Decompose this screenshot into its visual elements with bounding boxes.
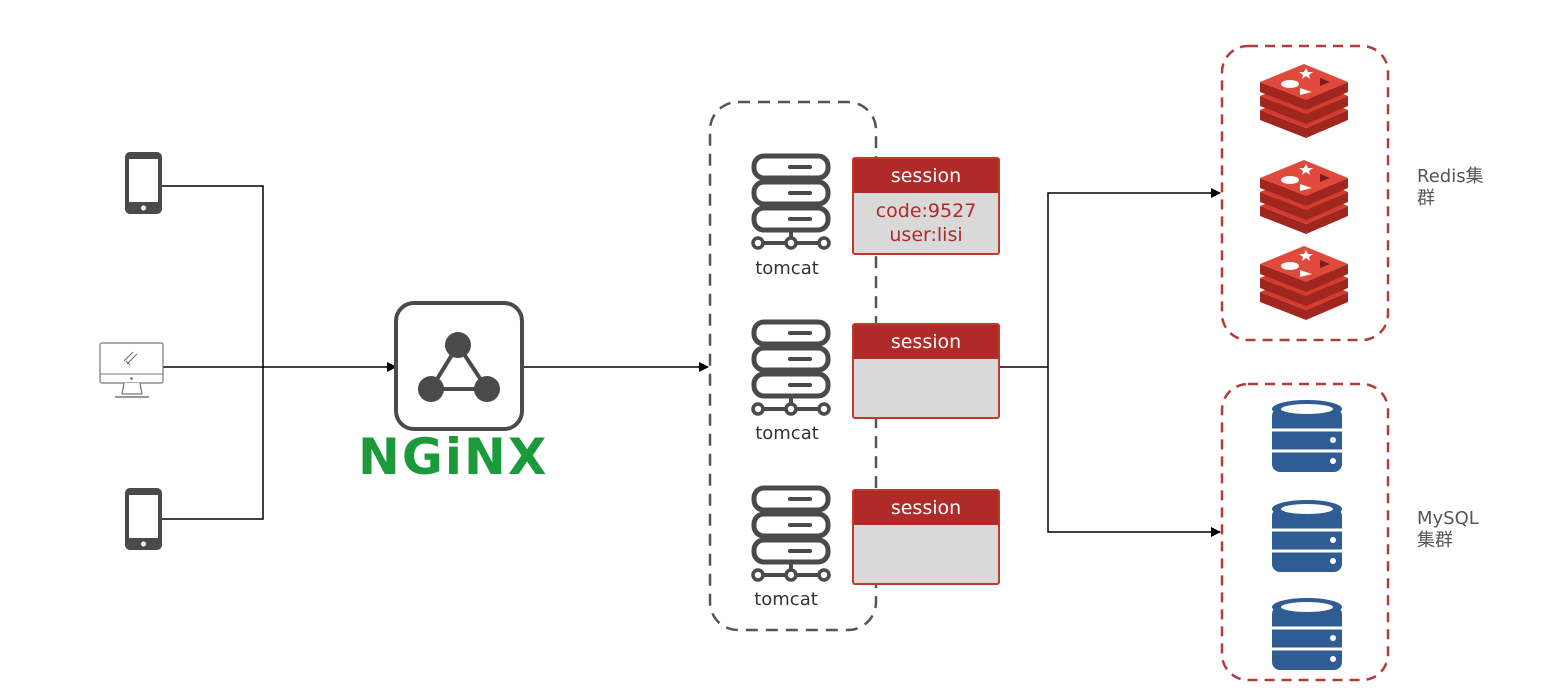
session-box: session — [852, 489, 1000, 585]
nginx-logo-text: NGiNX — [358, 428, 549, 486]
redis-cluster-border — [1220, 44, 1390, 342]
smartphone-icon — [125, 152, 162, 214]
mysql-cluster-label-line: 集群 — [1417, 530, 1453, 551]
session-to-cluster-connectors — [1000, 188, 1221, 537]
database-icon — [1272, 598, 1342, 670]
server-rack-icon — [751, 319, 831, 416]
session-value: code:9527 — [875, 200, 977, 222]
redis-stack-icon — [1260, 246, 1348, 320]
session-body: code:9527 user:lisi — [854, 193, 998, 247]
database-icon — [1272, 400, 1342, 472]
tomcat-label: tomcat — [755, 258, 819, 279]
session-value: user:lisi — [889, 224, 963, 246]
mysql-cluster-label: MySQL 集群 — [1417, 508, 1479, 552]
redis-stack-icon — [1260, 160, 1348, 234]
session-title: session — [854, 325, 998, 359]
desktop-monitor-icon — [99, 342, 164, 398]
server-rack-icon — [751, 485, 831, 582]
mysql-cluster-label-line: MySQL — [1417, 508, 1479, 529]
session-box: session code:9527 user:lisi — [852, 157, 1000, 255]
tomcat-label: tomcat — [754, 589, 818, 610]
database-icon — [1272, 500, 1342, 572]
redis-cluster-label-line: 群 — [1417, 188, 1435, 209]
session-title: session — [854, 159, 998, 193]
redis-stack-icon — [1260, 64, 1348, 138]
nginx-triangle-icon — [394, 301, 524, 431]
smartphone-icon — [125, 488, 162, 550]
session-title: session — [854, 491, 998, 525]
client-connectors — [162, 185, 397, 520]
tomcat-label: tomcat — [755, 423, 819, 444]
server-rack-icon — [751, 153, 831, 250]
redis-cluster-label-line: Redis集 — [1417, 166, 1484, 187]
mysql-cluster-border — [1220, 382, 1390, 682]
session-box: session — [852, 323, 1000, 419]
redis-cluster-label: Redis集 群 — [1417, 166, 1484, 210]
